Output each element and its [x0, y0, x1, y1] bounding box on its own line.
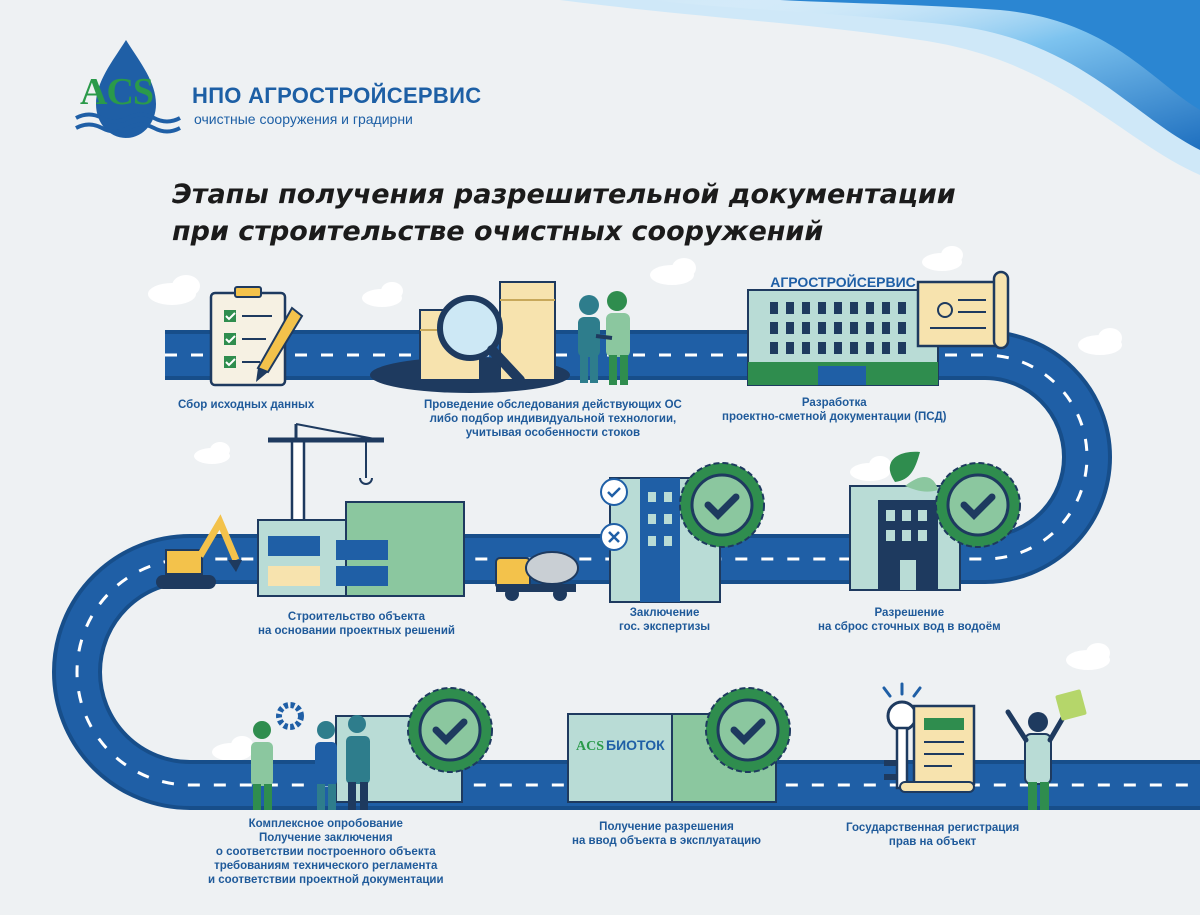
biotok-logo-text: ACS — [576, 739, 604, 754]
gear-icon — [276, 702, 304, 730]
biotok-sign-text: БИОТОК — [606, 737, 665, 753]
step-label-6: Строительство объекта на основании проек… — [258, 611, 455, 637]
step-label-2: Проведение обследования действующих ОС л… — [424, 399, 682, 439]
company-logo-text: ACS — [80, 71, 154, 113]
title-line-2: при строительстве очистных сооружений — [172, 216, 824, 247]
step-label-8: Получение разрешения на ввод объекта в э… — [572, 821, 761, 847]
clipboard-icon — [209, 286, 304, 387]
blueprint-icon — [916, 270, 1010, 350]
approval-badge-icon — [935, 462, 1021, 548]
approval-badge-icon — [679, 462, 765, 548]
person-celebrating-icon — [1005, 689, 1087, 810]
office-building-icon: АГРОСТРОЙСЕРВИС — [747, 273, 939, 386]
handshake-icon — [578, 291, 630, 385]
step-label-7: Комплексное опробование Получение заключ… — [208, 818, 444, 886]
step-label-4: Разрешение на сброс сточных вод в водоём — [818, 607, 1001, 633]
approval-badge-icon — [705, 687, 791, 773]
decorative-waves — [560, 0, 1200, 175]
concrete-mixer-icon — [495, 551, 579, 601]
step-label-5: Заключение гос. экспертизы — [619, 607, 711, 633]
company-name: НПО АГРОСТРОЙСЕРВИС — [192, 83, 482, 108]
approval-badge-icon — [407, 687, 493, 773]
clouds — [148, 246, 1122, 761]
title-line-1: Этапы получения разрешительной документа… — [172, 179, 956, 210]
document-icon — [899, 704, 976, 793]
company-logo-icon — [75, 40, 181, 138]
company-tagline: очистные сооружения и градирни — [194, 111, 413, 127]
magnifier-icon — [437, 295, 525, 385]
excavator-icon — [156, 514, 242, 589]
building-under-construction-icon — [257, 501, 465, 597]
step-label-3: Разработка проектно-сметной документации… — [722, 397, 947, 423]
step-label-9: Государственная регистрация прав на объе… — [846, 822, 1020, 848]
tanks-magnifier-icon — [370, 281, 570, 393]
office-sign-text: АГРОСТРОЙСЕРВИС — [770, 273, 916, 290]
step-label-1: Сбор исходных данных — [178, 399, 315, 411]
page-title: Этапы получения разрешительной документа… — [172, 176, 956, 250]
